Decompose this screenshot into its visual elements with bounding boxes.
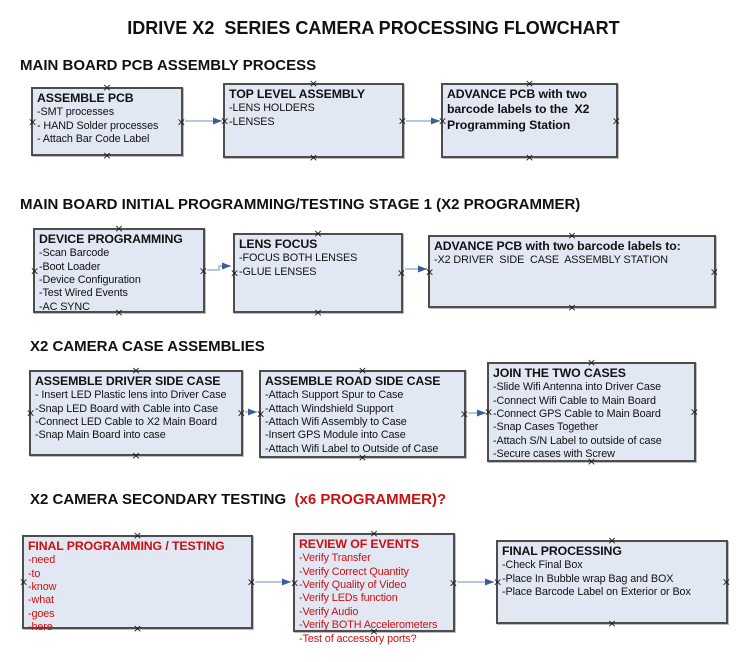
box-item: -to [28,567,41,580]
connector-x-icon: × [19,575,29,589]
flow-box-lens-focus: × × × × LENS FOCUS -FOCUS BOTH LENSES -G… [230,228,406,318]
box-item: -Snap Main Board into case [35,429,166,442]
box-item: -Attach Wifi Assembly to Case [265,416,407,429]
connector-x-icon: × [484,405,494,419]
flow-box-final-processing: × × × × FINAL PROCESSING -Check Final Bo… [493,535,731,629]
box-item: -Test of accessory ports? [299,632,417,645]
flow-box-assemble-pcb: × × × × ASSEMBLE PCB -SMT processes - HA… [28,82,186,161]
box-item: -Snap Cases Together [493,421,599,434]
connector-x-icon: × [131,449,141,462]
box-item: -Secure cases with Screw [493,448,615,461]
flow-box-review-of-events: × × × × REVIEW OF EVENTS -Verify Transfe… [290,528,458,645]
section-header-case-assemblies: X2 CAMERA CASE ASSEMBLIES [30,338,265,355]
connector-x-icon: × [256,407,266,421]
box-item: -FOCUS BOTH LENSES [239,252,358,265]
connector-x-icon: × [438,114,448,127]
flow-box-assemble-driver-side-case: × × × × ASSEMBLE DRIVER SIDE CASE - Inse… [26,365,246,461]
section-header-secondary-testing: X2 CAMERA SECONDARY TESTING (x6 PROGRAMM… [30,491,446,508]
box-item: -GLUE LENSES [239,265,317,278]
flow-box-device-programming: × × × × DEVICE PROGRAMMING -Scan Barcode… [30,223,208,318]
box-title: REVIEW OF EVENTS [299,537,420,551]
connector-x-icon: × [308,151,319,164]
connector-x-icon: × [28,115,38,128]
box-item: -Test Wired Events [39,287,128,300]
box-item: -Scan Barcode [39,247,110,260]
box-title: ASSEMBLE DRIVER SIDE CASE [35,374,221,388]
connector-x-icon: × [567,301,577,314]
box-title: JOIN THE TWO CASES [493,366,626,380]
box-item: -Slide Wifi Antenna into Driver Case [493,381,662,394]
connector-x-icon: × [607,617,617,630]
box-item: -Verify Correct Quantity [299,565,409,578]
box-item: -Verify Audio [299,605,359,618]
section-header-initial-programming: MAIN BOARD INITIAL PROGRAMMING/TESTING S… [20,196,581,213]
box-item: -Attach Windshield Support [265,402,394,415]
flow-box-final-programming-testing: × × × × FINAL PROGRAMMING / TESTING -nee… [19,530,256,634]
box-title: ASSEMBLE PCB [37,91,134,105]
box-title: DEVICE PROGRAMMING [39,232,183,246]
box-item: -Connect LED Cable to X2 Main Board [35,416,217,429]
box-item: -Connect Wifi Cable to Main Board [493,394,656,407]
section-header-red-part: (x6 PROGRAMMER)? [294,491,447,508]
box-item: -Attach Wifi Label to Outside of Case [265,442,439,455]
box-item: -Check Final Box [502,559,583,572]
flow-box-advance-pcb-programming-station: × × × × ADVANCE PCB with two barcode lab… [438,78,621,163]
box-item: -Attach Support Spur to Case [265,389,404,402]
section-header-pcb-assembly: MAIN BOARD PCB ASSEMBLY PROCESS [20,57,317,74]
box-item: -here [28,621,53,634]
box-item: -what [28,594,54,607]
box-item: -SMT processes [37,106,114,119]
section-header-black-part: X2 CAMERA SECONDARY TESTING [30,491,295,508]
box-item: -Verify BOTH Accelerometers [299,619,438,632]
box-title: TOP LEVEL ASSEMBLY [229,87,366,101]
connector-x-icon: × [230,266,240,280]
box-title: ADVANCE PCB with two barcode labels to t… [447,87,593,132]
arrow-device-to-lensfocus [207,262,231,271]
connector-x-icon: × [425,265,435,278]
box-title: FINAL PROGRAMMING / TESTING [28,539,225,553]
connector-x-icon: × [102,149,112,162]
box-item: -X2 DRIVER SIDE CASE ASSEMBLY STATION [434,254,668,267]
connector-x-icon: × [290,576,300,589]
box-title: ADVANCE PCB with two barcode labels to: [434,239,681,253]
box-item: -Snap LED Board with Cable into Case [35,402,219,415]
box-item: -Boot Loader [39,260,101,273]
box-item: -Attach S/N Label to outside of case [493,434,662,447]
connector-x-icon: × [524,151,535,164]
box-item: -Device Configuration [39,274,141,287]
connector-x-icon: × [30,264,40,277]
flow-box-advance-pcb-driver-side-station: × × × × ADVANCE PCB with two barcode lab… [425,230,719,313]
box-item: -AC SYNC [39,300,90,313]
box-item: -Place In Bubble wrap Bag and BOX [502,572,674,585]
flow-box-assemble-road-side-case: × × × × ASSEMBLE ROAD SIDE CASE -Attach … [256,365,469,463]
box-item: -goes [28,607,55,620]
box-item: - Attach Bar Code Label [37,133,150,146]
connector-x-icon: × [493,575,503,589]
connector-x-icon: × [26,406,36,420]
box-title: FINAL PROCESSING [502,544,622,558]
flow-box-join-the-two-cases: × × × × JOIN THE TWO CASES -Slide Wifi A… [484,357,699,467]
box-item: -need [28,554,56,567]
connector-x-icon: × [313,306,323,319]
box-item: -Verify Transfer [299,552,371,565]
box-item: - HAND Solder processes [37,119,159,132]
box-item: -Place Barcode Label on Exterior or Box [502,586,691,599]
flow-box-top-level-assembly: × × × × TOP LEVEL ASSEMBLY -LENS HOLDERS… [220,78,407,163]
box-item: -LENSES [229,115,275,128]
box-item: -LENS HOLDERS [229,102,315,115]
box-item: -Verify LEDs function [299,592,398,605]
box-item: -know [28,581,57,594]
box-item: -Verify Quality of Video [299,579,407,592]
connector-x-icon: × [220,114,230,127]
page-title: IDRIVE X2 SERIES CAMERA PROCESSING FLOWC… [127,18,620,38]
box-item: -Connect GPS Cable to Main Board [493,408,661,421]
box-title: ASSEMBLE ROAD SIDE CASE [265,374,441,388]
box-item: - Insert LED Plastic lens into Driver Ca… [35,389,227,402]
box-item: -Insert GPS Module into Case [265,429,406,442]
box-title: LENS FOCUS [239,237,318,251]
